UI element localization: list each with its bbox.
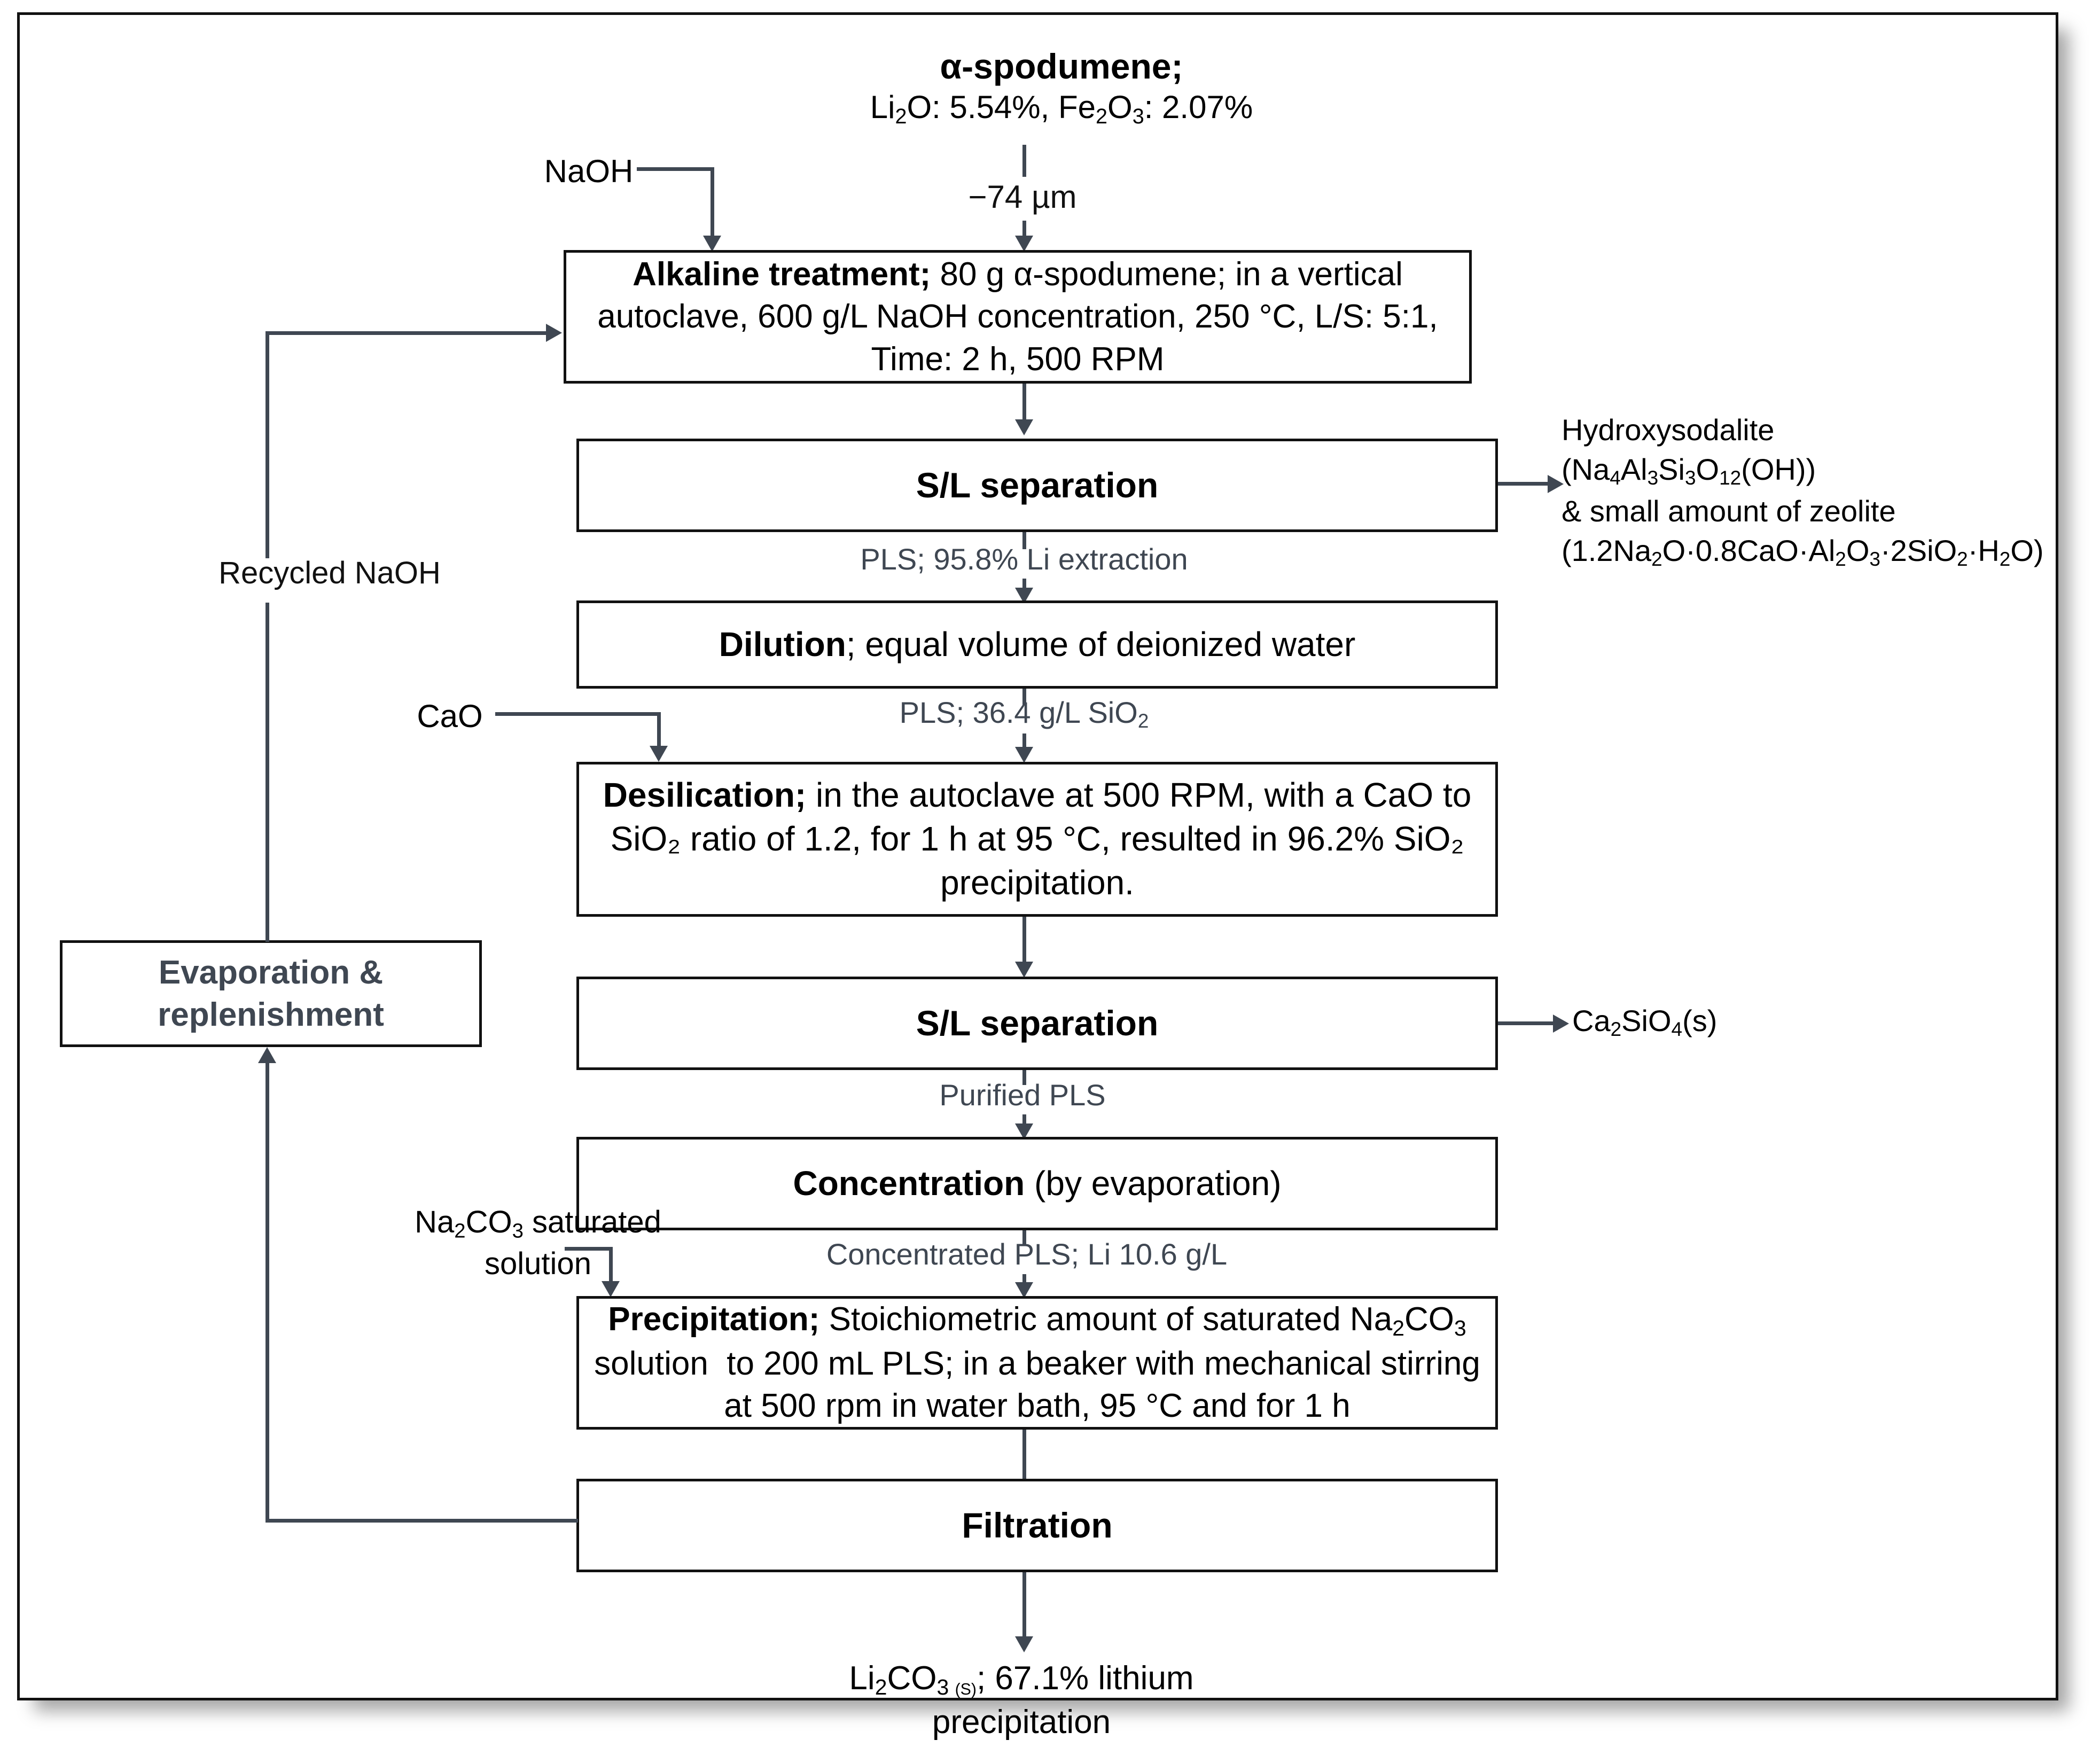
sl-separation-2-title: S/L separation xyxy=(916,1003,1159,1043)
product-line-2: precipitation xyxy=(932,1703,1111,1741)
recycle-naoh-connector-v2 xyxy=(266,331,269,558)
precipitation-title: Precipitation; xyxy=(608,1301,820,1338)
desilication-title: Desilication; xyxy=(603,776,807,815)
connector-filtration-to-product xyxy=(1022,1572,1026,1642)
feed-assay: Li2O: 5.54%, Fe2O3: 2.07% xyxy=(870,89,1253,128)
evaporation-replenishment-title: Evaporation & replenishment xyxy=(158,954,384,1033)
zeolite-formula: (1.2Na2O·0.8CaO·Al2O3·2SiO2·H2O) xyxy=(1562,533,2044,571)
step-evaporation-replenishment[interactable]: Evaporation & replenishment xyxy=(60,940,482,1047)
connector-alkaline-to-sl1-arrow-icon xyxy=(1015,419,1033,435)
connector-dilution-to-desilication-2 xyxy=(1022,733,1026,750)
sl1-residue-connector xyxy=(1498,482,1551,486)
sl2-residue-label: Ca2SiO4(s) xyxy=(1572,1004,1718,1041)
alkaline-treatment-detail: 80 g α-spodumene; in a vertical autoclav… xyxy=(597,255,1438,378)
step-sl-separation-2[interactable]: S/L separation xyxy=(576,977,1498,1070)
sl2-residue-arrow-icon xyxy=(1553,1015,1569,1033)
cao-label: CaO xyxy=(388,696,511,736)
na2co3-connector-v xyxy=(609,1247,613,1291)
feed-title: α-spodumene; xyxy=(736,44,1387,89)
connector-dilution-to-desilication xyxy=(1022,689,1026,705)
connector-dilution-to-desilication-arrow-icon xyxy=(1015,747,1033,763)
feed-size-text: −74 µm xyxy=(968,179,1077,215)
recycle-filtrate-arrow-icon xyxy=(258,1047,276,1063)
alkaline-treatment-title: Alkaline treatment; xyxy=(633,255,931,293)
connector-sl2-to-concentration-2 xyxy=(1022,1114,1026,1128)
connector-precipitation-to-filtration xyxy=(1022,1430,1026,1480)
recycle-naoh-connector-v xyxy=(266,603,269,942)
concentration-detail: (by evaporation) xyxy=(1025,1164,1282,1203)
desilication-detail: in the autoclave at 500 RPM, with a CaO … xyxy=(610,776,1472,902)
connector-sl1-to-dilution-2 xyxy=(1022,579,1026,592)
connector-concentration-to-precipitation-arrow-icon xyxy=(1015,1282,1033,1298)
final-product-label: Li2CO3 (S); 67.1% lithium precipitation xyxy=(725,1658,1318,1743)
step-sl-separation-1[interactable]: S/L separation xyxy=(576,439,1498,532)
recycle-naoh-arrow-icon xyxy=(546,324,562,342)
step-filtration[interactable]: Filtration xyxy=(576,1479,1498,1572)
filtration-title: Filtration xyxy=(962,1505,1113,1546)
product-line-1: Li2CO3 (S); 67.1% lithium xyxy=(849,1660,1194,1700)
connector-desilication-to-sl2-arrow-icon xyxy=(1015,962,1033,978)
connector-desilication-to-sl2 xyxy=(1022,917,1026,966)
recycle-filtrate-connector-h xyxy=(266,1519,578,1523)
residue-note: & small amount of zeolite xyxy=(1562,494,1896,528)
concentration-title: Concentration xyxy=(793,1164,1025,1203)
stream-label-concentrated-pls: Concentrated PLS; Li 10.6 g/L xyxy=(826,1237,1228,1271)
na2co3-label: Na2CO3 saturated solution xyxy=(271,1203,805,1283)
step-alkaline-treatment[interactable]: Alkaline treatment; 80 g α-spodumene; in… xyxy=(564,250,1472,384)
na2co3-connector-h xyxy=(565,1247,613,1251)
na2co3-label-line1: Na2CO3 saturated xyxy=(415,1205,661,1243)
recycle-filtrate-connector-v xyxy=(266,1063,269,1520)
connector-sl2-to-concentration xyxy=(1022,1070,1026,1085)
feed-size-label: −74 µm xyxy=(878,178,1167,216)
naoh-label-text: NaOH xyxy=(544,153,634,189)
connector-concentration-to-precipitation xyxy=(1022,1230,1026,1245)
connector-sl1-to-dilution xyxy=(1022,532,1026,549)
diagram-frame: α-spodumene; Li2O: 5.54%, Fe2O3: 2.07% −… xyxy=(17,12,2058,1741)
residue-formula: (Na4Al3Si3O12(OH)) xyxy=(1562,452,1816,489)
sl1-residue-arrow-icon xyxy=(1548,475,1564,493)
feed-connector-line-2 xyxy=(1022,221,1026,238)
stream-label-pls-li-extraction: PLS; 95.8% Li extraction xyxy=(860,542,1188,576)
cao-connector-v xyxy=(657,712,661,758)
dilution-title: Dilution xyxy=(719,625,846,664)
cao-label-text: CaO xyxy=(417,698,483,734)
stream-label-purified-pls: Purified PLS xyxy=(939,1078,1106,1112)
naoh-connector-v xyxy=(711,167,714,247)
step-dilution[interactable]: Dilution; equal volume of deionized wate… xyxy=(576,600,1498,689)
connector-alkaline-to-sl1 xyxy=(1022,384,1026,424)
dilution-detail: ; equal volume of deionized water xyxy=(846,625,1356,664)
step-precipitation[interactable]: Precipitation; Stoichiometric amount of … xyxy=(576,1296,1498,1430)
feed-connector-line xyxy=(1022,145,1026,177)
step-concentration[interactable]: Concentration (by evaporation) xyxy=(576,1137,1498,1230)
connector-filtration-to-product-arrow-icon xyxy=(1015,1636,1033,1652)
naoh-connector-h xyxy=(637,167,714,171)
connector-concentration-to-precipitation-2 xyxy=(1022,1274,1026,1287)
cao-connector-h xyxy=(495,712,661,716)
cao-arrow-icon xyxy=(650,746,668,762)
na2co3-arrow-icon xyxy=(602,1281,620,1297)
step-desilication[interactable]: Desilication; in the autoclave at 500 RP… xyxy=(576,762,1498,917)
naoh-label: NaOH xyxy=(519,151,658,191)
residue-name: Hydroxysodalite xyxy=(1562,413,1775,447)
sl2-residue-connector xyxy=(1498,1021,1557,1025)
naoh-arrow-icon xyxy=(703,236,721,252)
feed-title-text: α-spodumene; xyxy=(940,46,1183,86)
sl-separation-1-title: S/L separation xyxy=(916,465,1159,505)
precipitation-detail: Stoichiometric amount of saturated Na2CO… xyxy=(594,1301,1480,1425)
recycled-naoh-label: Recycled NaOH xyxy=(218,556,441,590)
sl1-residue-label: Hydroxysodalite (Na4Al3Si3O12(OH)) & sma… xyxy=(1562,410,2100,573)
na2co3-label-line2: solution xyxy=(485,1246,591,1281)
feed-arrow-icon xyxy=(1015,236,1033,252)
recycle-naoh-connector-h xyxy=(266,331,549,335)
stream-label-pls-sio2: PLS; 36.4 g/L SiO2 xyxy=(899,696,1149,732)
